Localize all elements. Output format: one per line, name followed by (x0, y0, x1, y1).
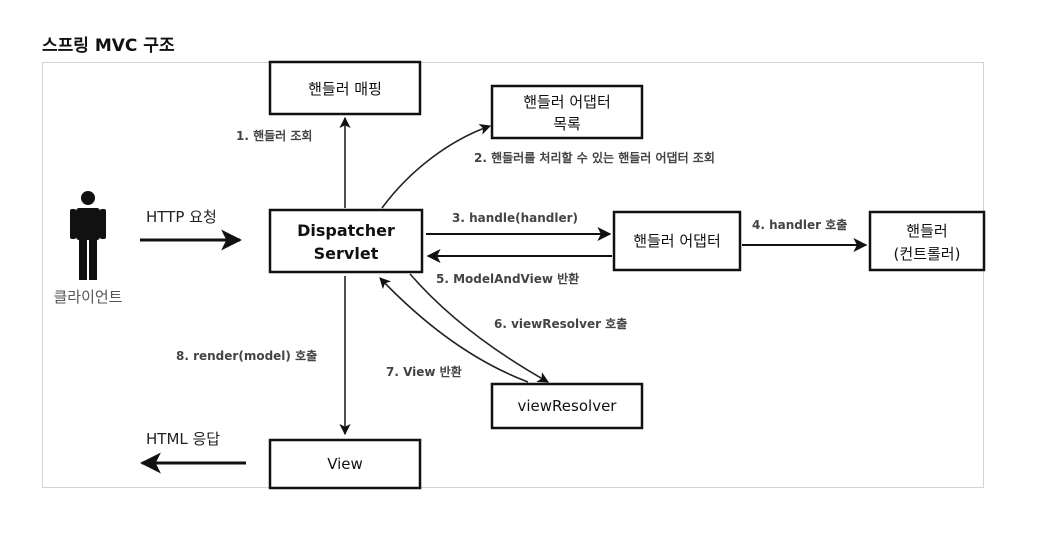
handler-label-line1: 핸들러 (906, 222, 947, 240)
dispatcher-label-line1: Dispatcher (297, 221, 395, 240)
view-resolver-label: viewResolver (518, 397, 618, 415)
handler-adapter-box: 핸들러 어댑터 (612, 210, 742, 272)
step5-label: 5. ModelAndView 반환 (436, 271, 579, 286)
client-label: 클라이언트 (53, 288, 122, 306)
client-person-icon (70, 191, 106, 280)
handler-adapter-list-label-line1: 핸들러 어댑터 (523, 93, 611, 111)
step2-arrow (381, 124, 492, 209)
view-resolver-box: viewResolver (490, 382, 644, 430)
step6-arrow (409, 273, 549, 383)
handler-mapping-label: 핸들러 매핑 (308, 80, 382, 98)
http-request-label: HTTP 요청 (146, 208, 217, 226)
dispatcher-servlet-box: Dispatcher Servlet (268, 208, 424, 274)
step8-label: 8. render(model) 호출 (176, 348, 317, 363)
step3-label: 3. handle(handler) (452, 211, 578, 225)
step6-label: 6. viewResolver 호출 (494, 316, 627, 331)
handler-adapter-label: 핸들러 어댑터 (633, 232, 721, 250)
handler-adapter-list-label-line2: 목록 (553, 115, 581, 133)
diagram-frame (42, 62, 984, 488)
handler-adapter-list-box: 핸들러 어댑터 목록 (490, 84, 644, 140)
view-label: View (327, 455, 363, 473)
handler-mapping-box: 핸들러 매핑 (268, 60, 422, 116)
step1-label: 1. 핸들러 조회 (236, 128, 312, 143)
handler-label-line2: (컨트롤러) (894, 245, 961, 263)
handler-controller-box: 핸들러 (컨트롤러) (868, 210, 986, 272)
step4-label: 4. handler 호출 (752, 217, 847, 232)
step7-label: 7. View 반환 (386, 364, 462, 379)
dispatcher-label-line2: Servlet (314, 244, 379, 263)
step2-label: 2. 핸들러를 처리할 수 있는 핸들러 어댑터 조회 (474, 150, 715, 165)
step7-arrow (379, 277, 529, 383)
page-title: 스프링 MVC 구조 (42, 36, 175, 56)
view-box: View (268, 438, 422, 490)
html-response-label: HTML 응답 (146, 430, 220, 448)
